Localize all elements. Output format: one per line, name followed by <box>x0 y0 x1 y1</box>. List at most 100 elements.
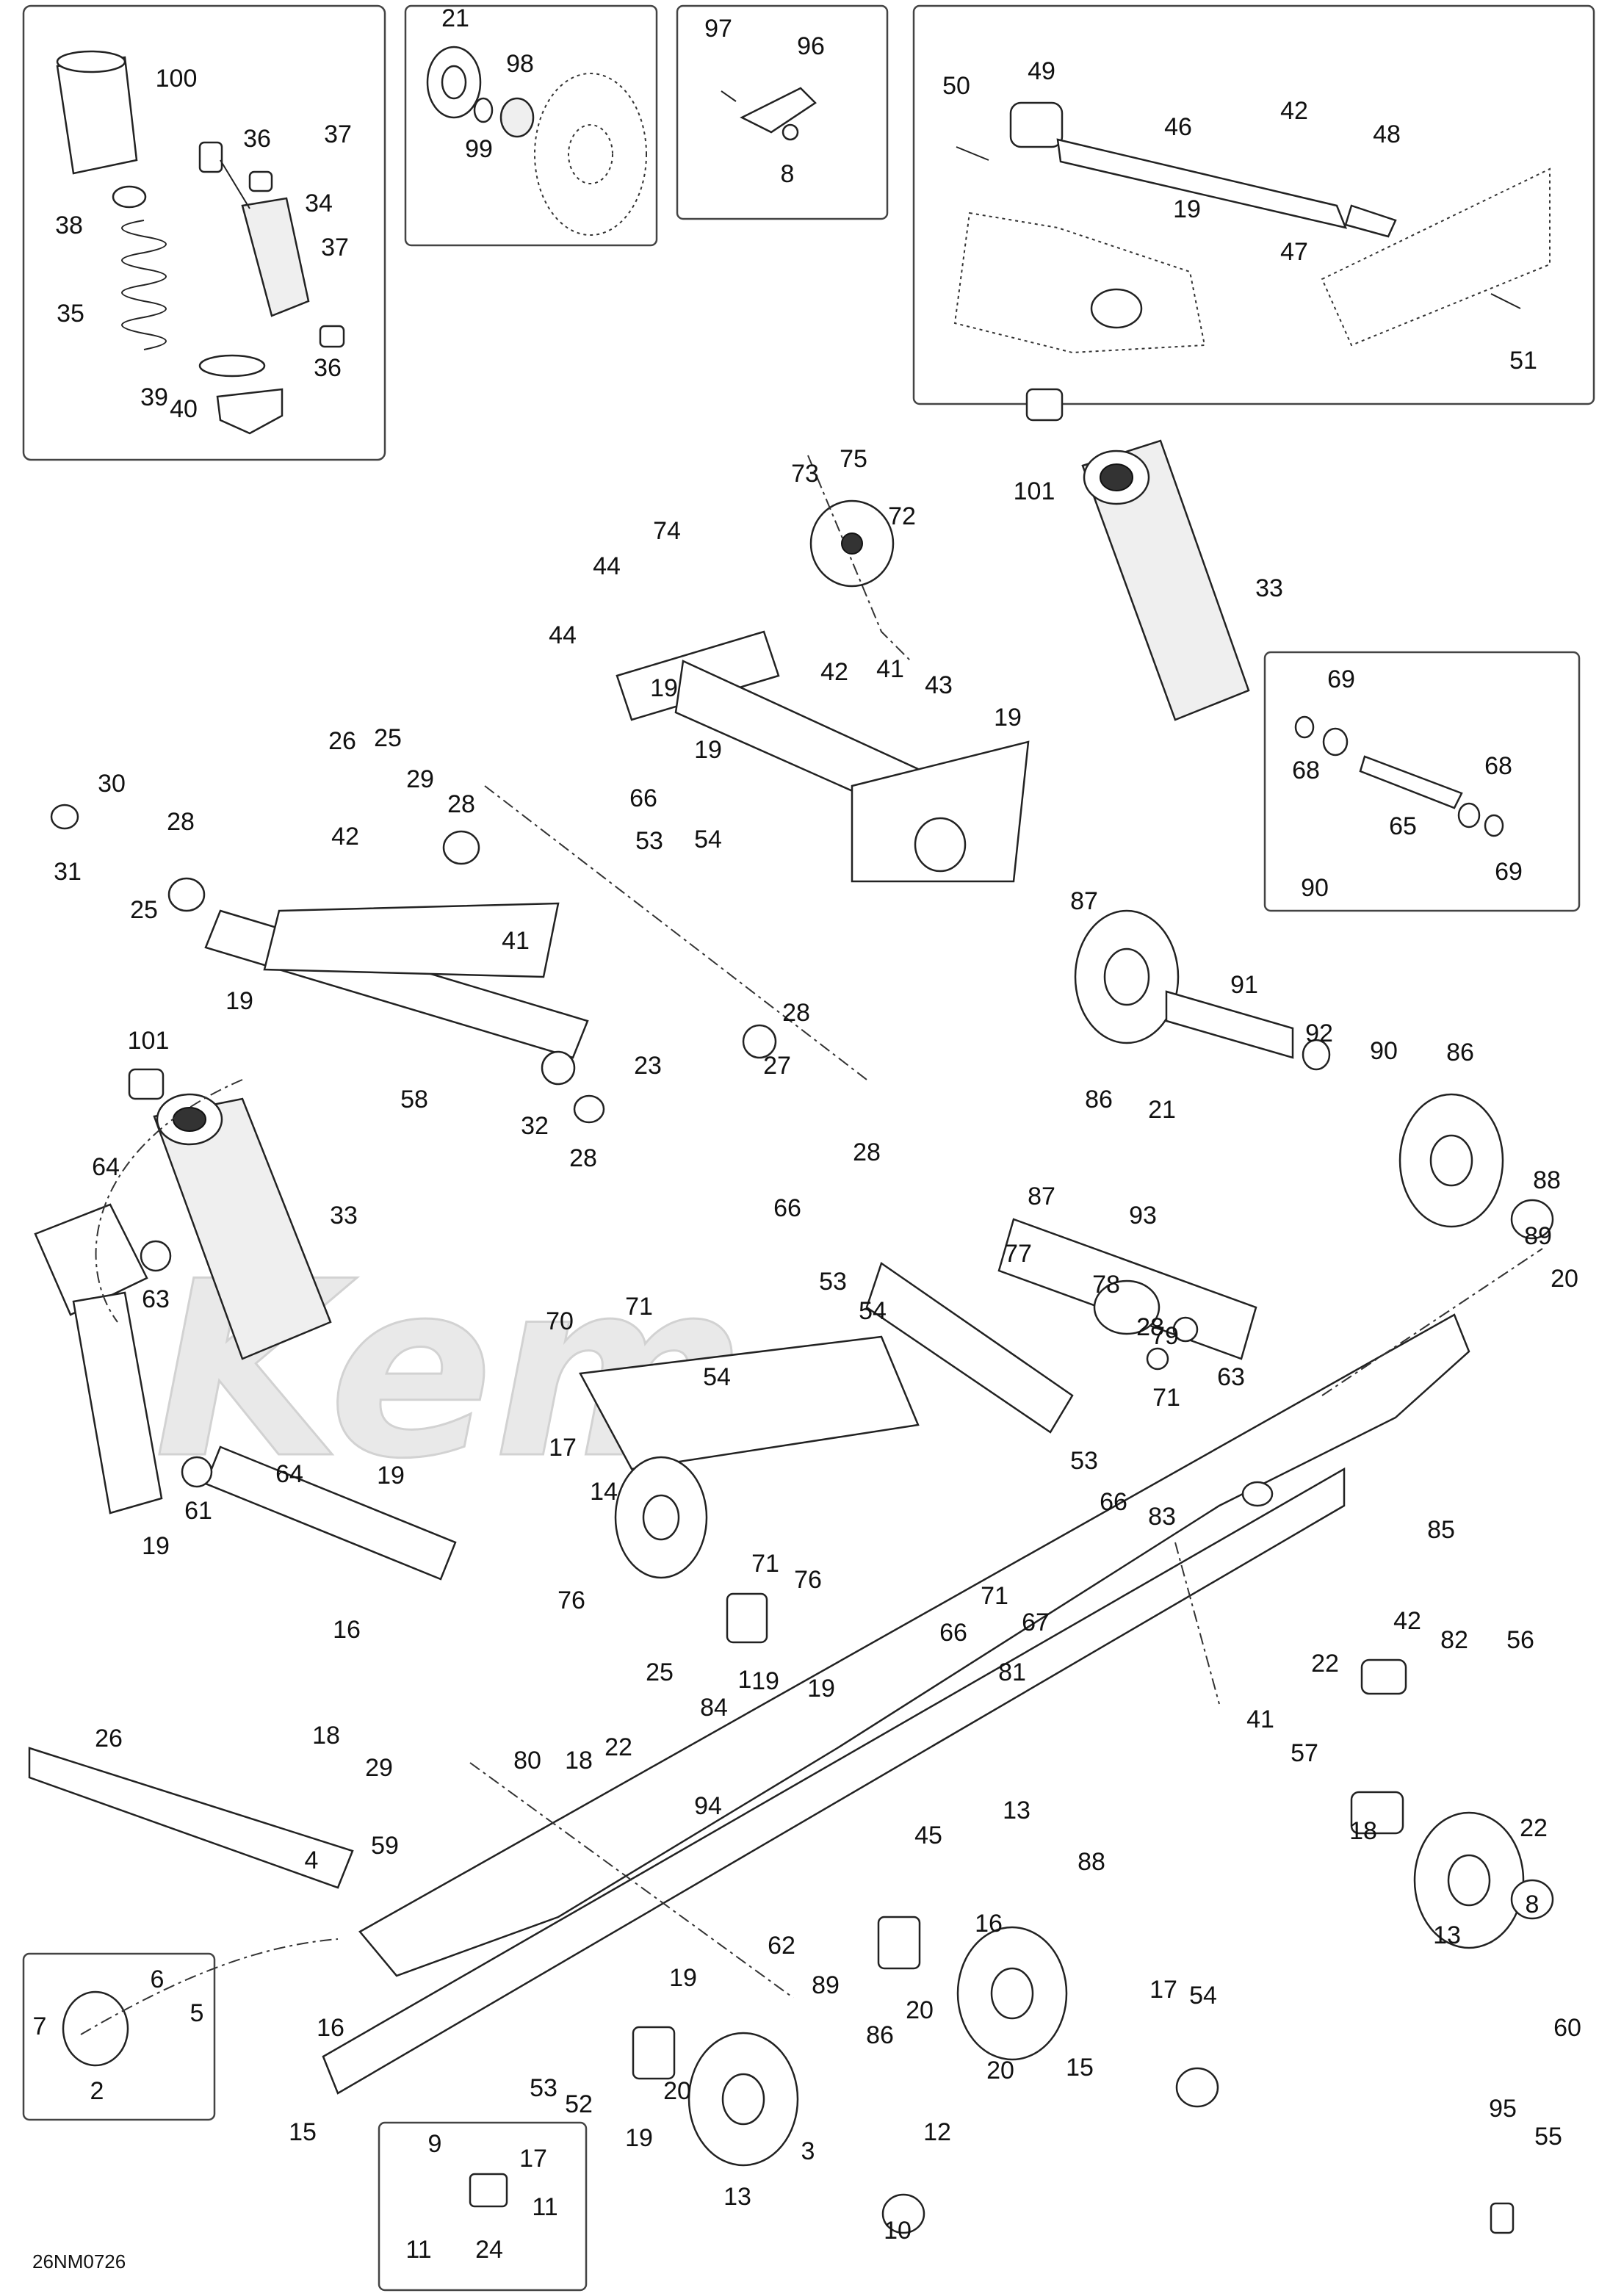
left-shock <box>34 1068 332 1360</box>
part-number-label: 93 <box>1129 1202 1157 1230</box>
part-number-label: 39 <box>140 383 168 411</box>
inset-box-rod-assembly <box>912 4 1595 405</box>
part-number-label: 70 <box>546 1307 574 1335</box>
part-number-label: 66 <box>629 784 657 812</box>
part-number-label: 78 <box>1092 1271 1120 1299</box>
part-number-label: 91 <box>1230 971 1258 999</box>
part-number-label: 22 <box>1311 1650 1339 1678</box>
part-number-label: 8 <box>1526 1891 1540 1918</box>
inset-shock-spring <box>56 50 345 435</box>
part-number-label: 62 <box>768 1932 795 1960</box>
part-number-label: 56 <box>1506 1626 1534 1654</box>
part-number-label: 32 <box>521 1112 549 1140</box>
part-number-label: 6 <box>151 1965 165 1993</box>
part-number-label: 18 <box>1349 1817 1377 1845</box>
part-number-label: 20 <box>663 2077 691 2105</box>
part-number-label: 68 <box>1484 752 1512 780</box>
part-number-label: 2 <box>90 2077 104 2105</box>
part-number-label: 64 <box>92 1153 120 1181</box>
part-number-label: 71 <box>1152 1384 1180 1412</box>
part-number-label: 11 <box>405 2236 431 2264</box>
part-number-label: 35 <box>57 300 84 328</box>
part-number-label: 42 <box>1393 1607 1421 1635</box>
part-number-label: 11 <box>532 2193 557 2221</box>
part-number-label: 82 <box>1440 1626 1468 1654</box>
part-number-label: 19 <box>807 1675 835 1703</box>
part-number-label: 28 <box>853 1138 881 1166</box>
part-number-label: 101 <box>1014 477 1055 505</box>
part-number-label: 22 <box>1520 1814 1548 1842</box>
part-number-label: 41 <box>876 655 904 683</box>
part-number-label: 94 <box>694 1792 722 1820</box>
part-number-label: 27 <box>763 1052 791 1080</box>
part-number-label: 28 <box>447 790 475 818</box>
part-number-label: 37 <box>321 234 349 261</box>
inset-box-shock-spring <box>22 4 386 461</box>
part-number-label: 57 <box>1291 1739 1318 1767</box>
part-number-label: 8 <box>781 160 795 188</box>
part-number-label: 53 <box>635 827 663 855</box>
part-number-label: 63 <box>1217 1363 1245 1391</box>
small-fittings <box>62 1990 1515 2234</box>
part-number-label: 53 <box>819 1268 847 1296</box>
part-number-label: 17 <box>519 2145 547 2173</box>
part-number-label: 26 <box>95 1725 123 1752</box>
part-number-label: 18 <box>312 1722 340 1750</box>
part-number-label: 99 <box>465 135 493 163</box>
part-number-label: 13 <box>1433 1921 1461 1949</box>
part-number-label: 54 <box>859 1297 887 1325</box>
inset-wheel <box>426 46 647 236</box>
part-number-label: 22 <box>604 1733 632 1761</box>
part-number-label: 19 <box>994 704 1022 732</box>
upper-spring-shock <box>1025 388 1250 721</box>
part-number-label: 29 <box>365 1754 393 1782</box>
part-number-label: 19 <box>650 674 678 702</box>
inset-box-clips <box>378 2121 588 2292</box>
part-number-label: 36 <box>314 354 342 382</box>
part-number-label: 7 <box>33 2012 47 2040</box>
part-number-label: 46 <box>1164 113 1192 141</box>
part-number-label: 14 <box>590 1478 618 1506</box>
part-number-label: 23 <box>634 1052 662 1080</box>
part-number-label: 71 <box>751 1550 779 1578</box>
part-number-label: 9 <box>428 2130 442 2158</box>
part-number-label: 81 <box>998 1658 1026 1686</box>
part-number-label: 98 <box>506 50 534 78</box>
part-number-label: 90 <box>1370 1037 1398 1065</box>
part-number-label: 21 <box>1148 1096 1176 1124</box>
inset-bracket <box>721 87 817 141</box>
part-number-label: 86 <box>1446 1039 1474 1066</box>
part-number-label: 84 <box>700 1694 728 1722</box>
part-number-label: 76 <box>557 1586 585 1614</box>
part-number-label: 41 <box>1246 1705 1274 1733</box>
part-number-label: 33 <box>330 1202 358 1230</box>
part-number-label: 69 <box>1327 665 1355 693</box>
part-number-label: 16 <box>975 1910 1003 1938</box>
part-number-label: 30 <box>98 770 126 798</box>
part-number-label: 51 <box>1509 347 1537 375</box>
rail <box>28 1313 1470 2095</box>
part-number-label: 88 <box>1078 1848 1105 1876</box>
part-number-label: 17 <box>549 1434 577 1462</box>
part-number-label: 10 <box>884 2217 912 2245</box>
part-number-label: 20 <box>906 1996 934 2024</box>
part-number-label: 19 <box>225 987 253 1015</box>
top-pivot-bracket <box>616 499 1030 883</box>
part-number-label: 15 <box>289 2118 317 2146</box>
part-number-label: 48 <box>1373 120 1401 148</box>
part-number-label: 4 <box>305 1846 319 1874</box>
part-number-label: 41 <box>502 927 530 955</box>
part-number-label: 97 <box>704 15 732 43</box>
part-number-label: 28 <box>782 999 810 1027</box>
part-number-label: 3 <box>801 2137 815 2165</box>
part-number-label: 18 <box>565 1747 593 1775</box>
part-number-label: 33 <box>1255 574 1283 602</box>
part-number-label: 47 <box>1280 238 1308 266</box>
part-number-label: 64 <box>275 1460 303 1488</box>
inset-rod-assembly <box>953 101 1551 354</box>
part-number-label: 86 <box>866 2021 894 2049</box>
part-number-label: 15 <box>1066 2054 1094 2082</box>
part-number-label: 96 <box>797 32 825 60</box>
part-number-label: 89 <box>1524 1222 1552 1250</box>
part-number-label: 21 <box>441 4 469 32</box>
